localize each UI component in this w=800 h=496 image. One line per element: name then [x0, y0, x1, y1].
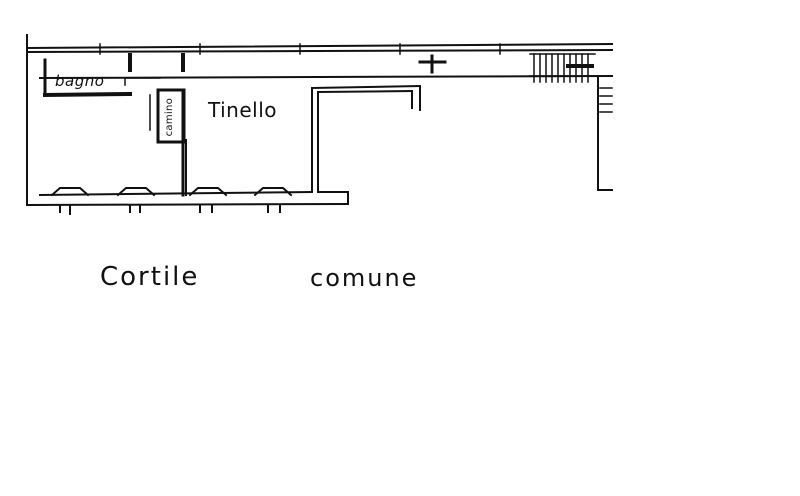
window-1 — [50, 187, 90, 197]
window-2 — [116, 187, 156, 197]
camino-outline — [156, 88, 186, 144]
door-swing-bagno — [124, 77, 161, 86]
area-label-comune: comune — [310, 264, 419, 292]
room-label-bagno: bagno — [55, 72, 105, 90]
area-label-cortile: Cortile — [100, 262, 200, 292]
facade-inner — [38, 190, 314, 197]
staircase — [529, 53, 599, 83]
right-stair-marks — [599, 87, 613, 113]
facade-outer — [25, 202, 350, 207]
top-wall-inner — [25, 48, 614, 54]
bagno-partition — [42, 91, 133, 98]
top-wall-outer — [25, 42, 614, 50]
window-4 — [253, 187, 293, 197]
tinello-top-step-a — [310, 84, 422, 90]
window-3 — [188, 187, 228, 197]
tinello-top-step-b — [316, 89, 414, 94]
room-label-camino: camino — [164, 98, 175, 137]
door-symbol-top — [418, 54, 447, 74]
room-label-tinello: Tinello — [208, 98, 277, 122]
